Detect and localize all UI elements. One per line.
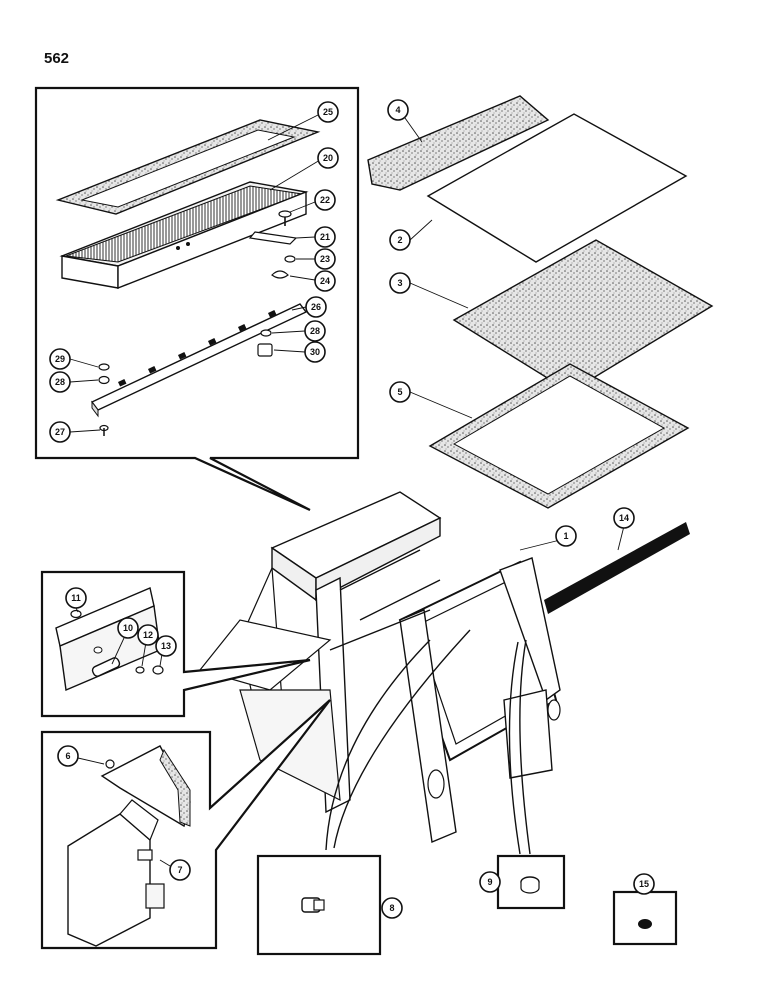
callout-6: 6 (57, 745, 79, 767)
grommet-inset (612, 890, 678, 946)
weather-strip (544, 522, 690, 614)
callout-24: 24 (314, 270, 336, 292)
bracket-hardware-parts (98, 329, 273, 436)
svg-text:2: 2 (397, 235, 402, 245)
svg-text:1: 1 (563, 531, 568, 541)
svg-text:27: 27 (55, 427, 65, 437)
filter-gasket-part (55, 119, 321, 215)
svg-text:8: 8 (389, 903, 394, 913)
callout-13: 13 (155, 635, 177, 657)
fastener-parts (248, 210, 298, 279)
plug-inset (256, 629, 471, 956)
air-filter-leaders (69, 113, 321, 433)
svg-text:14: 14 (619, 513, 629, 523)
callout-27: 27 (49, 421, 71, 443)
svg-text:23: 23 (320, 254, 330, 264)
callout-25: 25 (317, 101, 339, 123)
callout-23: 23 (314, 248, 336, 270)
svg-text:22: 22 (320, 195, 330, 205)
svg-text:25: 25 (323, 107, 333, 117)
callout-3: 3 (389, 272, 411, 294)
svg-text:9: 9 (487, 877, 492, 887)
callout-1: 1 (555, 525, 577, 547)
svg-text:4: 4 (395, 105, 400, 115)
callout-7: 7 (169, 859, 191, 881)
svg-text:7: 7 (177, 865, 182, 875)
svg-text:20: 20 (323, 153, 333, 163)
page-number: 562 (44, 50, 70, 67)
air-filter-inset (34, 86, 360, 512)
svg-text:15: 15 (639, 879, 649, 889)
callout-4: 4 (387, 99, 409, 121)
callout-2: 2 (389, 229, 411, 251)
callout-28-upper: 28 (304, 320, 326, 342)
svg-text:10: 10 (123, 623, 133, 633)
callout-29: 29 (49, 348, 71, 370)
svg-text:12: 12 (143, 630, 153, 640)
callout-12: 12 (137, 624, 159, 646)
svg-text:28: 28 (310, 326, 320, 336)
callout-22: 22 (314, 189, 336, 211)
svg-text:24: 24 (320, 276, 330, 286)
callout-5: 5 (389, 381, 411, 403)
callout-10: 10 (117, 617, 139, 639)
svg-text:29: 29 (55, 354, 65, 364)
callout-30: 30 (304, 341, 326, 363)
svg-text:30: 30 (310, 347, 320, 357)
callout-9: 9 (479, 871, 501, 893)
callout-15: 15 (633, 873, 655, 895)
filter-bracket-part (90, 303, 308, 418)
svg-text:26: 26 (311, 302, 321, 312)
svg-text:28: 28 (55, 377, 65, 387)
svg-text:6: 6 (65, 751, 70, 761)
filter-element-part (59, 181, 309, 290)
roof-panels (367, 95, 714, 509)
callout-26: 26 (305, 296, 327, 318)
svg-text:21: 21 (320, 232, 330, 242)
callout-8: 8 (381, 897, 403, 919)
console-panel-inset (40, 699, 331, 950)
callout-14: 14 (613, 507, 635, 529)
callouts: 25 20 22 21 23 24 26 28 30 29 28 27 4 2 … (49, 99, 655, 919)
callout-20: 20 (317, 147, 339, 169)
callout-11: 11 (65, 587, 87, 609)
svg-text:5: 5 (397, 387, 402, 397)
svg-text:3: 3 (397, 278, 402, 288)
callout-28-lower: 28 (49, 371, 71, 393)
svg-text:11: 11 (71, 593, 81, 603)
svg-text:13: 13 (161, 641, 171, 651)
callout-21: 21 (314, 226, 336, 248)
